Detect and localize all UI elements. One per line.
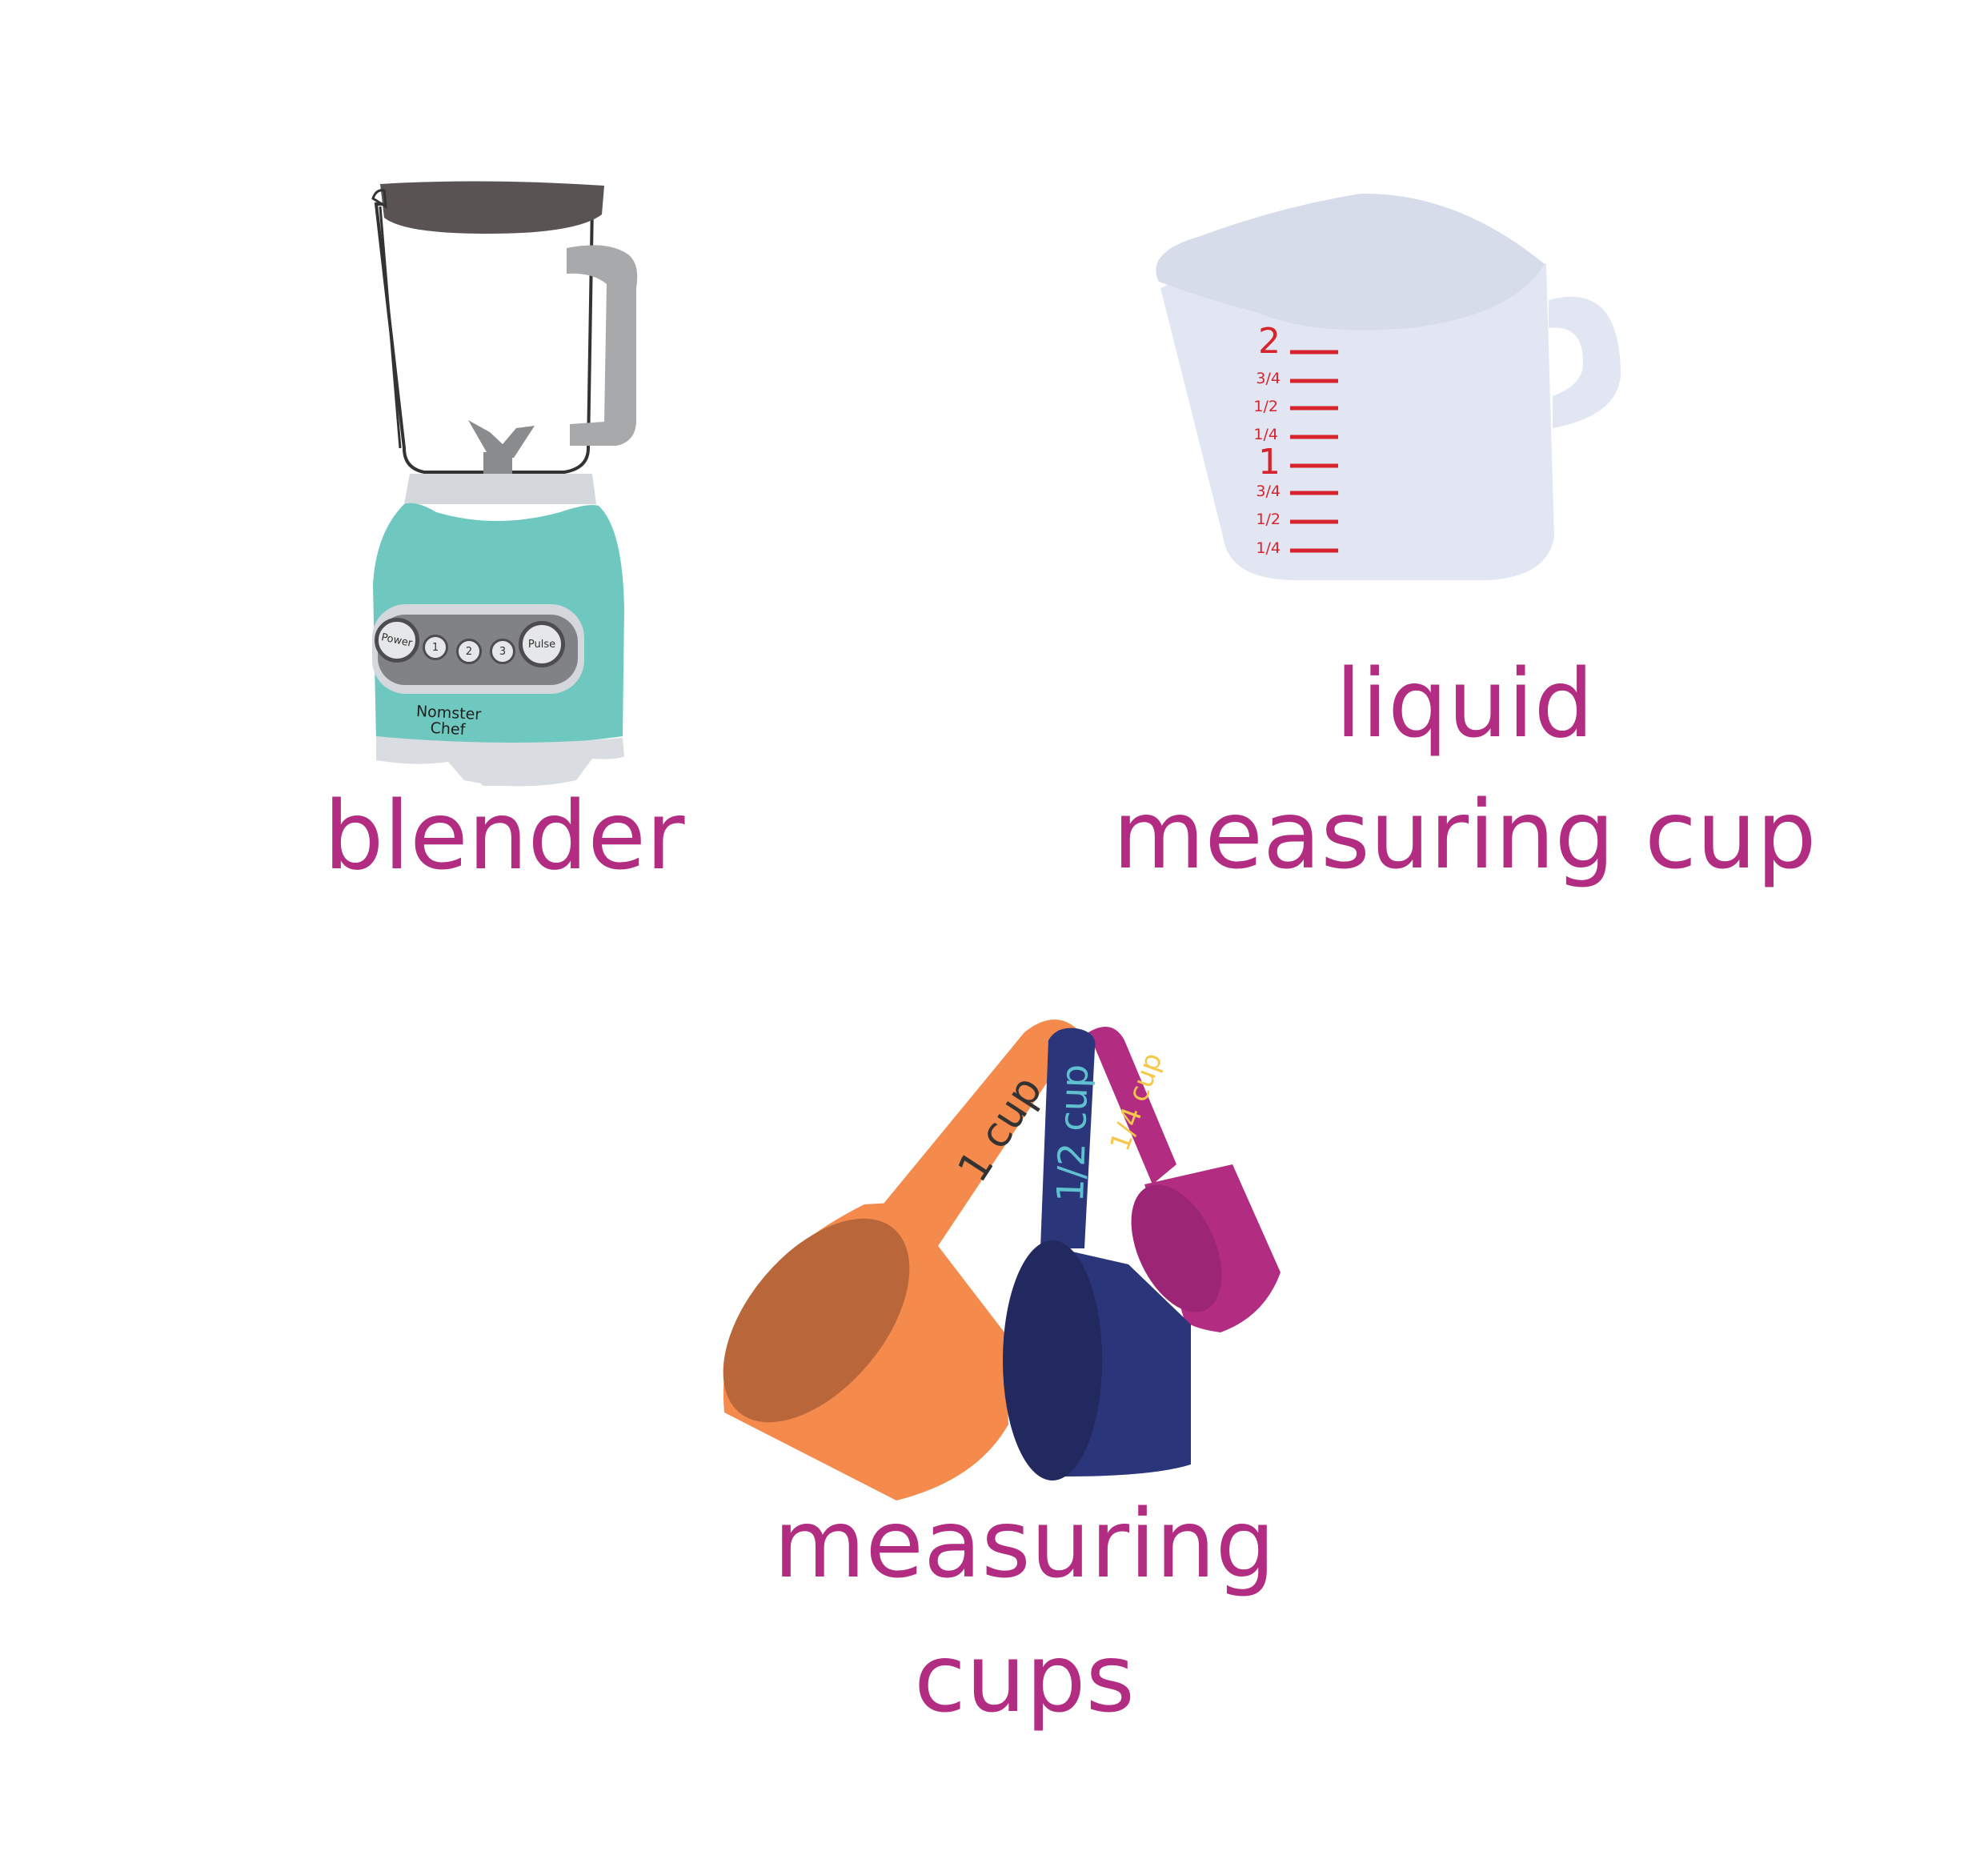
cup-marking-1-2-upper: 1/2 — [1253, 398, 1278, 415]
blender-speed-1-label: 1 — [431, 641, 439, 654]
measuring-cups-label-line2: cups — [913, 1623, 1136, 1733]
blender-pulse-label: Pulse — [527, 638, 556, 651]
half-cup-label: 1/2 cup — [1048, 1063, 1096, 1204]
liquid-measuring-cup-label-line2: measuring cup — [1112, 779, 1817, 890]
blender-speed-3-button: 3 — [490, 639, 515, 664]
blender-brand: Nomster Chef — [395, 703, 501, 741]
liquid-measuring-cup-icon — [1156, 193, 1621, 580]
cup-marking-1: 1 — [1258, 442, 1281, 483]
measuring-cups-label: measuring cups — [712, 1496, 1337, 1725]
cup-marking-1-4-lower: 1/4 — [1256, 539, 1281, 557]
cup-marking-3-4-upper: 3/4 — [1256, 370, 1281, 387]
blender-speed-3-label: 3 — [499, 645, 507, 658]
blender-speed-2-button: 2 — [456, 639, 482, 664]
cup-marking-2: 2 — [1258, 321, 1281, 362]
measuring-cups-icon — [723, 1020, 1281, 1500]
liquid-measuring-cup-label-line1: liquid — [1335, 648, 1594, 759]
cup-marking-1-4-upper: 1/4 — [1253, 426, 1278, 443]
blender-speed-1-button: 1 — [423, 635, 448, 660]
blender-label-text: blender — [323, 780, 685, 891]
cup-marking-3-4-lower: 3/4 — [1256, 483, 1281, 500]
blender-pulse-button: Pulse — [519, 621, 565, 667]
liquid-measuring-cup-label: liquid measuring cup — [984, 656, 1945, 882]
measuring-cups-label-line1: measuring — [773, 1488, 1276, 1599]
cup-marking-1-2-lower: 1/2 — [1256, 511, 1281, 528]
blender-label: blender — [304, 788, 704, 883]
blender-speed-2-label: 2 — [465, 645, 473, 658]
blender-power-label: Power — [380, 631, 414, 650]
blender-power-button: Power — [375, 618, 419, 663]
